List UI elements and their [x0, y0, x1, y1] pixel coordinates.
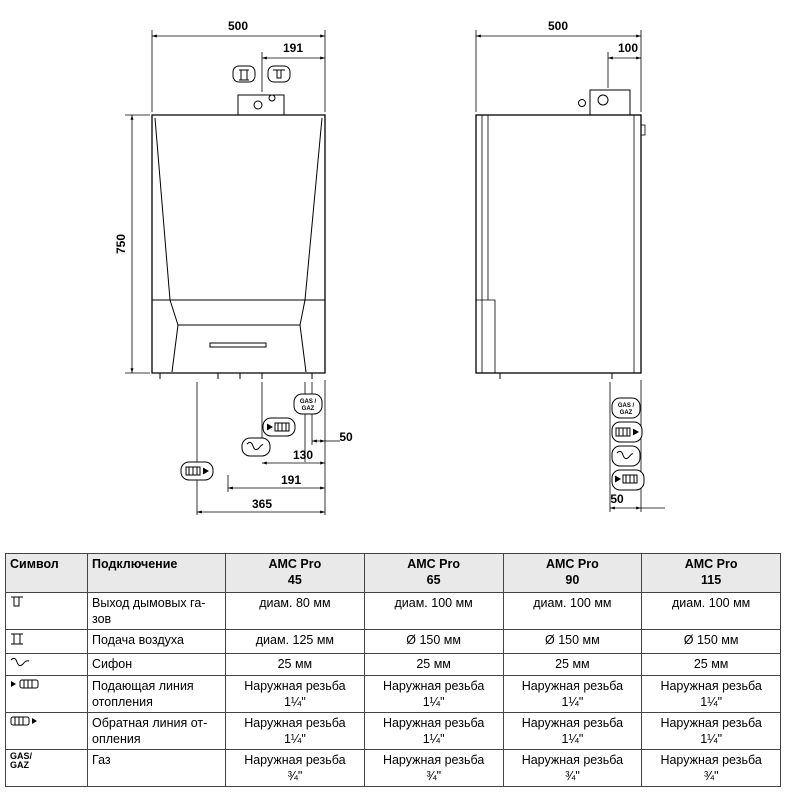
- siphon-icon: [241, 437, 271, 457]
- side-offset-label: 100: [618, 41, 638, 55]
- row-value: Наружная резьба ¾": [641, 749, 781, 787]
- dimension-drawing: 500 191 750 50 130 191 365 GAS / GAZ: [114, 19, 665, 515]
- side-heating-flow-icon: [611, 469, 645, 491]
- row-value: Ø 150 мм: [363, 629, 504, 654]
- header-connection: Подключение: [87, 553, 226, 593]
- row-value: 25 мм: [225, 653, 365, 676]
- front-dim-50-label: 50: [339, 430, 353, 444]
- row-label: Газ: [87, 749, 226, 787]
- heating-return-icon: [180, 461, 214, 481]
- side-siphon-icon: [611, 445, 641, 467]
- front-height-label: 750: [114, 234, 128, 254]
- flue-outlet-icon: [5, 592, 88, 630]
- svg-text:GAS /: GAS /: [618, 403, 635, 409]
- front-view: [151, 94, 326, 379]
- row-value: 25 мм: [363, 653, 504, 676]
- side-heating-return-icon: [611, 421, 643, 443]
- siphon-icon: [5, 653, 88, 676]
- flue-outlet-icon: [267, 65, 291, 83]
- side-dim-50-label: 50: [610, 492, 624, 506]
- boiler-side-body: [475, 114, 642, 374]
- side-width-label: 500: [548, 19, 568, 33]
- row-value: диам. 100 мм: [502, 592, 643, 630]
- side-gas-icon: GAS / GAZ: [611, 397, 641, 419]
- gas-icon: GAS / GAZ: [293, 393, 323, 415]
- boiler-front-body: [151, 114, 326, 374]
- side-view: [475, 89, 646, 379]
- front-width-label: 500: [228, 19, 248, 33]
- row-label: Сифон: [87, 653, 226, 676]
- front-dim-191-label: 191: [281, 473, 301, 487]
- row-value: Наружная резьба 1¼": [363, 675, 504, 713]
- svg-text:GAZ: GAZ: [302, 406, 315, 412]
- row-value: 25 мм: [641, 653, 781, 676]
- row-value: 25 мм: [502, 653, 643, 676]
- side-dimensions: [475, 30, 665, 512]
- svg-text:GAS /: GAS /: [300, 399, 317, 405]
- row-label: Обратная линия от- опления: [87, 712, 226, 750]
- row-value: Наружная резьба ¾": [225, 749, 365, 787]
- row-value: Наружная резьба 1¼": [225, 675, 365, 713]
- air-supply-icon: [5, 629, 88, 654]
- flue-collar: [237, 94, 285, 116]
- heating-flow-icon: [262, 417, 296, 437]
- row-label: Выход дымовых га- зов: [87, 592, 226, 630]
- row-value: Наружная резьба 1¼": [502, 675, 643, 713]
- row-value: Наружная резьба 1¼": [225, 712, 365, 750]
- row-value: диам. 100 мм: [363, 592, 504, 630]
- row-value: Наружная резьба 1¼": [363, 712, 504, 750]
- row-label: Подача воздуха: [87, 629, 226, 654]
- row-value: Наружная резьба 1¼": [502, 712, 643, 750]
- row-value: Наружная резьба 1¼": [641, 675, 781, 713]
- row-value: Ø 150 мм: [502, 629, 643, 654]
- row-value: диам. 100 мм: [641, 592, 781, 630]
- row-value: Наружная резьба 1¼": [641, 712, 781, 750]
- heating-return-icon: [5, 712, 88, 750]
- row-value: Ø 150 мм: [641, 629, 781, 654]
- row-value: диам. 80 мм: [225, 592, 365, 630]
- header-symbol: Символ: [5, 553, 88, 593]
- gas-symbol: GAS/ GAZ: [5, 749, 88, 787]
- svg-text:GAZ: GAZ: [620, 410, 633, 416]
- row-label: Подающая линия отопления: [87, 675, 226, 713]
- front-offset-label: 191: [283, 41, 303, 55]
- air-supply-icon: [232, 65, 256, 83]
- heating-flow-icon: [5, 675, 88, 713]
- row-value: Наружная резьба ¾": [363, 749, 504, 787]
- row-value: диам. 125 мм: [225, 629, 365, 654]
- front-dim-130-label: 130: [293, 448, 313, 462]
- front-dim-365-label: 365: [252, 497, 272, 511]
- row-value: Наружная резьба ¾": [502, 749, 643, 787]
